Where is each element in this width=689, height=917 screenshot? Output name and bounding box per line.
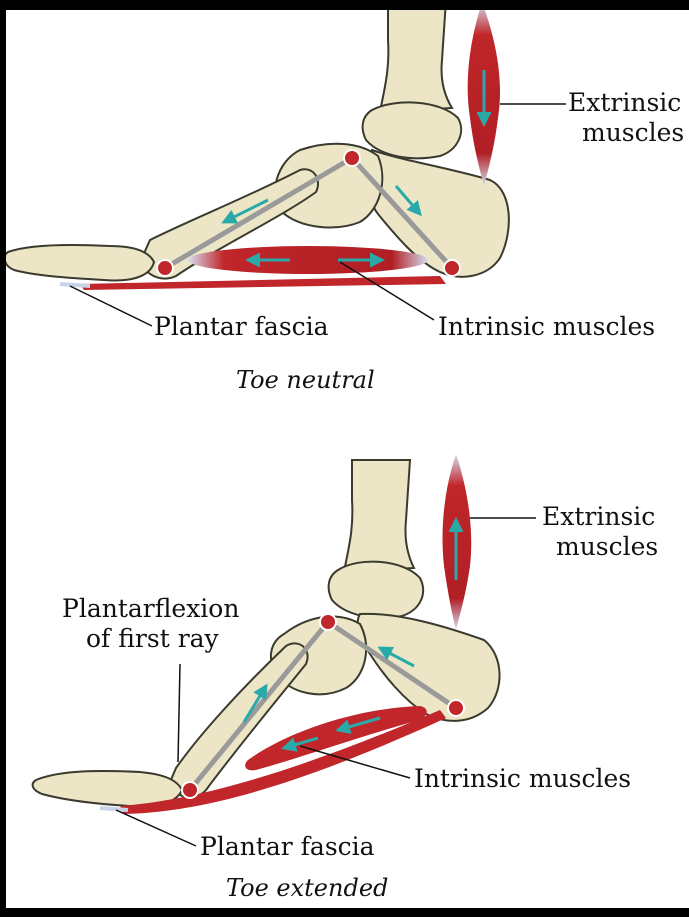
label-line: muscles — [568, 118, 684, 148]
black-frame-left — [0, 0, 6, 917]
label-line: muscles — [542, 532, 658, 562]
leader-line — [340, 262, 434, 320]
label-line: Extrinsic — [568, 88, 684, 118]
toe-phalanges — [33, 771, 182, 807]
label-extrinsic-muscles-bottom: Extrinsic muscles — [542, 502, 658, 562]
toe-phalanges — [5, 245, 154, 281]
leader-line — [70, 286, 152, 326]
joint-heel — [448, 700, 464, 716]
label-intrinsic-muscles-top: Intrinsic muscles — [438, 312, 655, 342]
label-line: of first ray — [62, 624, 239, 654]
label-plantar-fascia-top: Plantar fascia — [154, 312, 329, 342]
intrinsic-muscle — [188, 246, 428, 274]
black-frame-bottom — [0, 908, 689, 917]
talus-bone — [329, 562, 423, 618]
label-extrinsic-muscles-top: Extrinsic muscles — [568, 88, 684, 148]
plantar-fascia-tendon — [100, 808, 128, 810]
label-plantarflexion-first-ray: Plantarflexion of first ray — [62, 594, 239, 654]
calcaneus-bone — [358, 614, 500, 721]
label-intrinsic-muscles-bottom: Intrinsic muscles — [414, 764, 631, 794]
talus-bone — [363, 102, 461, 158]
caption-toe-extended: Toe extended — [226, 874, 388, 902]
tibia-bone — [380, 0, 452, 112]
leader-line — [116, 810, 196, 846]
top-panel — [5, 0, 566, 326]
label-line: Plantarflexion — [62, 594, 239, 624]
joint-forefoot — [182, 782, 198, 798]
label-line: Extrinsic — [542, 502, 658, 532]
joint-midfoot — [320, 614, 336, 630]
leader-line — [178, 664, 180, 762]
joint-midfoot — [344, 150, 360, 166]
joint-heel — [444, 260, 460, 276]
black-frame-top — [0, 0, 689, 10]
label-plantar-fascia-bottom: Plantar fascia — [200, 832, 375, 862]
tibia-bone — [344, 460, 414, 572]
plantar-fascia-tendon — [60, 284, 90, 286]
caption-toe-neutral: Toe neutral — [236, 366, 375, 394]
joint-forefoot — [157, 260, 173, 276]
